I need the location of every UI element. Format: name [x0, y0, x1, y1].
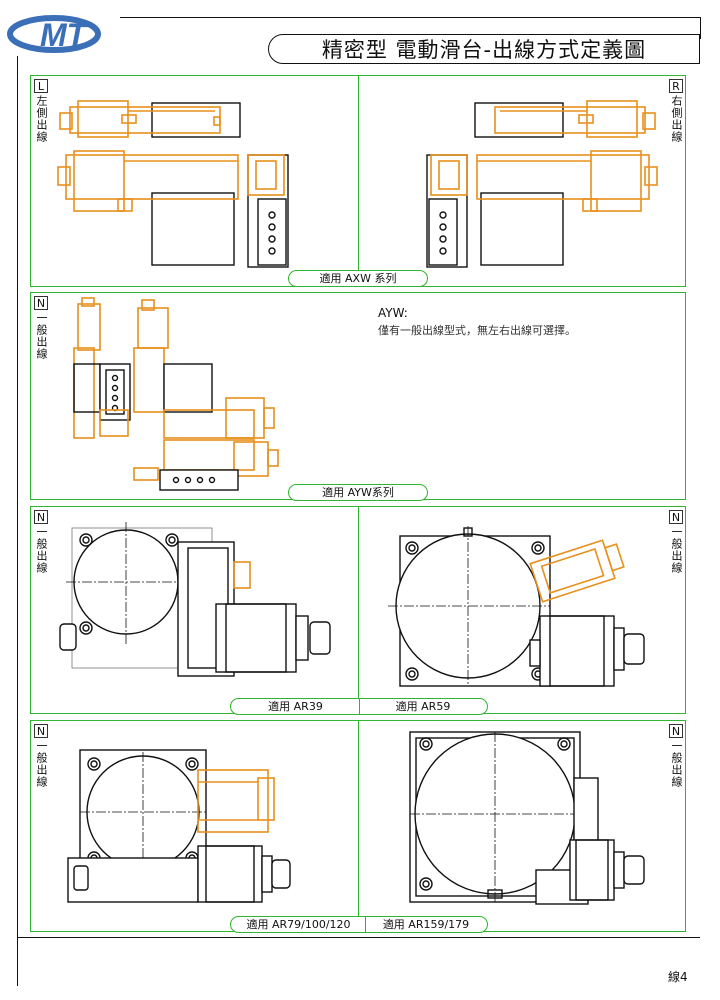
note-ayw-title: AYW: [378, 306, 408, 320]
panel-axw-divider [358, 75, 359, 287]
caption-ar39: 適用 AR39 [232, 699, 360, 714]
tag-ar-large-right: N [669, 724, 683, 738]
caption-axw: 適用 AXW 系列 [288, 270, 428, 287]
svg-text:MT: MT [40, 17, 89, 53]
frame-left-line [17, 56, 18, 986]
drawing-ar59 [388, 526, 645, 687]
caption-ar59: 適用 AR59 [395, 700, 451, 713]
tag-left-outlet: L [34, 79, 48, 93]
label-right-outlet: 右側出線 [670, 95, 683, 143]
caption-ar159-179: 適用 AR159/179 [382, 918, 470, 931]
drawing-axw-left [57, 100, 289, 268]
tag-ar-small-right: N [669, 510, 683, 524]
caption-ar79-100-120: 適用 AR79/100/120 [232, 917, 366, 932]
frame-bottom-line [17, 937, 700, 938]
tag-ar-large-left: N [34, 724, 48, 738]
note-ayw-text: 僅有一般出線型式，無左右出線可選擇。 [378, 324, 576, 337]
panel-ayw [30, 292, 686, 500]
company-logo: MT [7, 15, 101, 53]
drawing-axw-right [426, 100, 658, 268]
label-left-outlet: 左側出線 [35, 95, 48, 143]
label-ar-large-right: 一般出線 [670, 740, 683, 788]
frame-top-line [120, 17, 700, 18]
caption-ar79-ar159: 適用 AR79/100/120 適用 AR159/179 [230, 916, 488, 933]
label-ar-small-right: 一般出線 [670, 526, 683, 574]
tag-ar-small-left: N [34, 510, 48, 524]
panel-ar-small-divider [358, 506, 359, 714]
caption-ayw: 適用 AYW系列 [288, 484, 428, 501]
frame-right-line [700, 17, 701, 39]
panel-ar-large-divider [358, 720, 359, 932]
drawing-ayw [73, 297, 279, 491]
page-number: 線4 [668, 970, 688, 984]
drawing-ar79-100-120 [67, 749, 291, 903]
drawing-ar159-179 [409, 731, 645, 905]
label-ar-small-left: 一般出線 [35, 526, 48, 574]
drawing-ar39 [59, 522, 331, 677]
tag-ayw: N [34, 296, 48, 310]
tag-right-outlet: R [669, 79, 683, 93]
label-ayw: 一般出線 [35, 312, 48, 360]
page-title: 精密型 電動滑台-出線方式定義圖 [268, 34, 700, 64]
label-ar-large-left: 一般出線 [35, 740, 48, 788]
caption-ar39-ar59: 適用 AR39 適用 AR59 [230, 698, 488, 715]
